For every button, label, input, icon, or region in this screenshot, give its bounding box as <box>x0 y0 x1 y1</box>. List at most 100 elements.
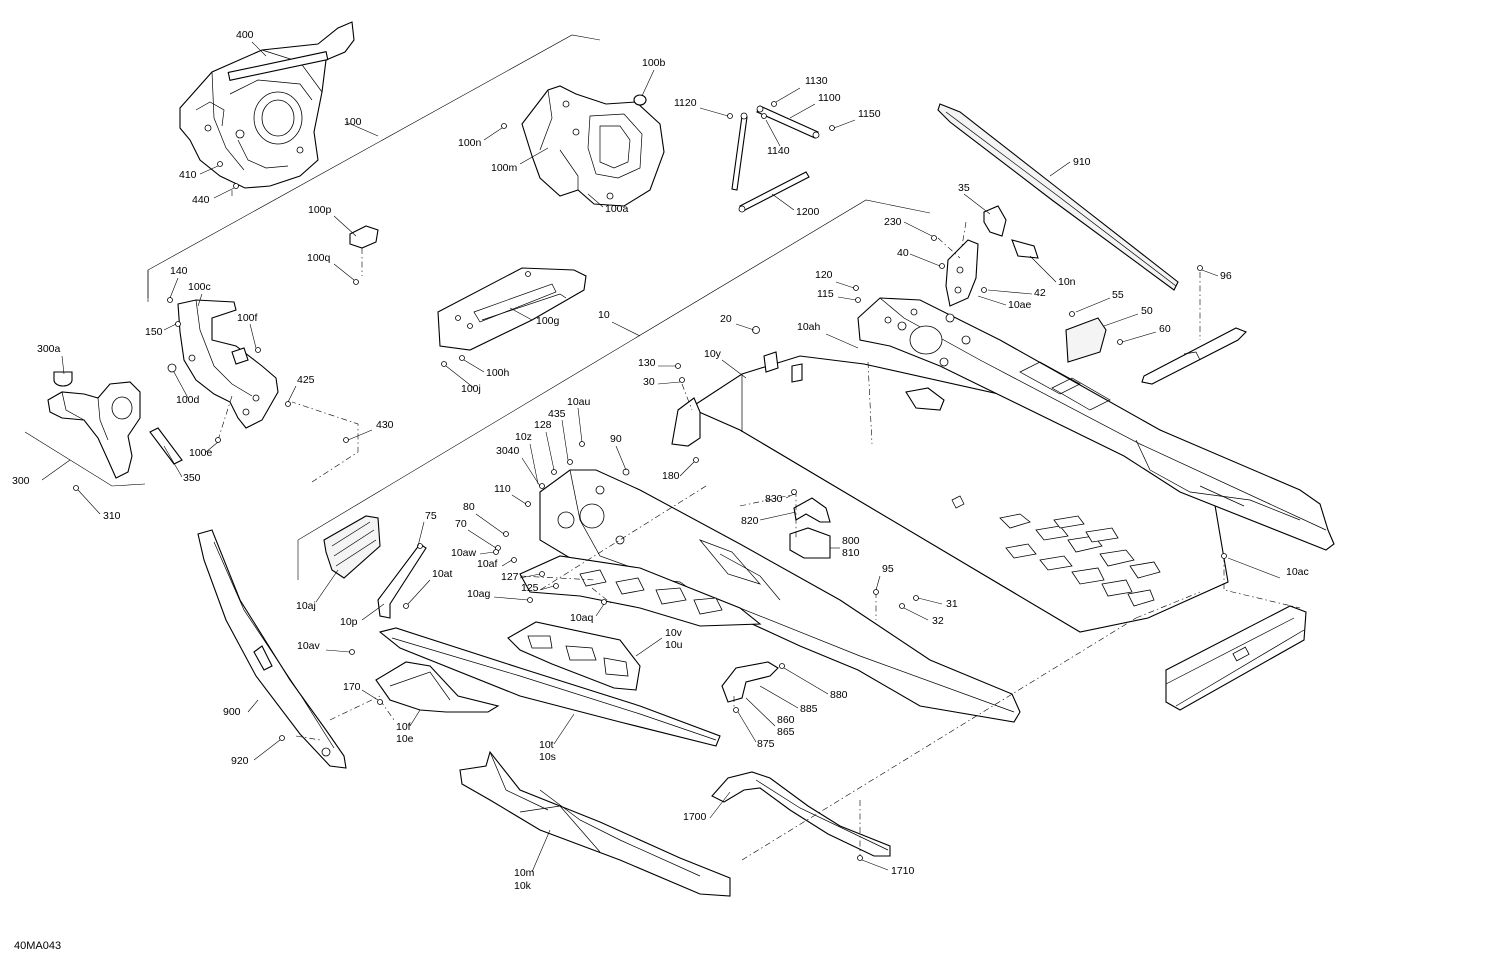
callout-100a: 100a <box>605 203 629 215</box>
callout-128: 128 <box>534 419 552 431</box>
bolt-128 <box>551 469 557 475</box>
bolt-40 <box>939 263 945 269</box>
part-400-bulkhead <box>179 21 355 189</box>
callout-10e: 10e <box>396 733 414 745</box>
bolt-170 <box>377 699 383 705</box>
callout-50: 50 <box>1141 305 1153 317</box>
callout-230: 230 <box>884 216 902 228</box>
callout-100g: 100g <box>536 315 560 327</box>
part-1700-arm <box>711 771 891 857</box>
bolt-100j <box>441 361 447 367</box>
callout-350: 350 <box>183 472 201 484</box>
part-100c-bracket <box>177 299 279 429</box>
callout-10ae: 10ae <box>1008 299 1032 311</box>
figure-reference: 40MA043 <box>14 940 61 952</box>
callout-60: 60 <box>1159 323 1171 335</box>
callout-100d: 100d <box>176 394 200 406</box>
callout-10at: 10at <box>432 568 453 580</box>
bolt-120 <box>853 285 859 291</box>
part-10ac-crossmember <box>1165 605 1307 711</box>
callout-115: 115 <box>817 288 834 300</box>
callout-100c: 100c <box>188 281 211 293</box>
callout-1140: 1140 <box>767 145 790 157</box>
callout-96: 96 <box>1220 270 1232 282</box>
bolt-230 <box>931 235 937 241</box>
callout-820: 820 <box>741 515 759 527</box>
callout-10s: 10s <box>539 751 556 763</box>
callout-70: 70 <box>455 518 467 530</box>
callout-100b: 100b <box>642 57 666 69</box>
part-10f-bracket <box>375 661 500 713</box>
callout-10n: 10n <box>1058 276 1076 288</box>
bolt-115 <box>855 297 861 303</box>
callout-10k: 10k <box>514 880 532 892</box>
callout-10av: 10av <box>297 640 321 652</box>
callout-150: 150 <box>145 326 163 338</box>
bolt-95 <box>873 589 879 595</box>
nut-20 <box>752 326 760 334</box>
callout-900: 900 <box>223 706 241 718</box>
bolt-100n <box>501 123 507 129</box>
bolt-10af <box>511 557 517 563</box>
callout-10t: 10t <box>539 739 554 751</box>
callout-10ah: 10ah <box>797 321 821 333</box>
callout-125: 125 <box>521 582 539 594</box>
bolt-430 <box>343 437 349 443</box>
bolt-435 <box>567 459 573 465</box>
callout-95: 95 <box>882 563 894 575</box>
callout-180: 180 <box>662 470 680 482</box>
bolt-96 <box>1197 265 1203 271</box>
callout-30: 30 <box>643 376 655 388</box>
part-820-bracket <box>793 497 831 523</box>
part-100a-upper-bulkhead <box>521 85 665 207</box>
bolt-30 <box>679 377 685 383</box>
part-900-rail <box>197 529 347 769</box>
callout-1100: 1100 <box>818 92 841 104</box>
callout-127: 127 <box>501 571 519 583</box>
bolt-10ac <box>1221 553 1227 559</box>
bolt-1120 <box>727 113 733 119</box>
callout-100p: 100p <box>308 204 332 216</box>
part-10aj-grille <box>323 515 381 579</box>
callout-830: 830 <box>765 493 783 505</box>
callout-80: 80 <box>463 501 475 513</box>
part-880-arm <box>721 661 779 703</box>
grouping-outlines <box>24 34 931 580</box>
bolt-130 <box>675 363 681 369</box>
bolt-10ag <box>527 597 533 603</box>
bolt-1150 <box>829 125 835 131</box>
callout-31: 31 <box>946 598 958 610</box>
bolt-440 <box>233 183 239 189</box>
callout-100j: 100j <box>461 383 481 395</box>
callout-55: 55 <box>1112 289 1124 301</box>
bolt-125 <box>553 583 559 589</box>
bolt-140 <box>167 297 173 303</box>
callout-10y: 10y <box>704 348 722 360</box>
callout-300a: 300a <box>37 343 61 355</box>
callout-10: 10 <box>598 309 610 321</box>
bolt-10aw <box>493 549 499 555</box>
callout-1130: 1130 <box>805 75 828 87</box>
part-10v-plate <box>507 621 641 691</box>
part-55-guard <box>1065 317 1107 363</box>
callout-10au: 10au <box>567 396 591 408</box>
callout-800: 800 <box>842 535 860 547</box>
callout-100m: 100m <box>491 162 518 174</box>
bolt-150 <box>175 321 181 327</box>
bolt-830 <box>791 489 797 495</box>
bolt-180 <box>693 457 699 463</box>
bolt-80 <box>503 531 509 537</box>
callout-35: 35 <box>958 182 970 194</box>
callout-10u: 10u <box>665 639 683 651</box>
callout-labels: 400100410440100b11201130110011501140100n… <box>12 29 1309 892</box>
bolt-920 <box>279 735 285 741</box>
bolt-875 <box>733 707 739 713</box>
callout-3040: 3040 <box>496 445 520 457</box>
bolt-90 <box>622 468 630 476</box>
callout-10z: 10z <box>515 431 532 443</box>
bolt-100d <box>167 363 177 373</box>
bolt-127 <box>539 571 545 577</box>
callout-440: 440 <box>192 194 210 206</box>
part-100b-cap <box>633 94 647 106</box>
